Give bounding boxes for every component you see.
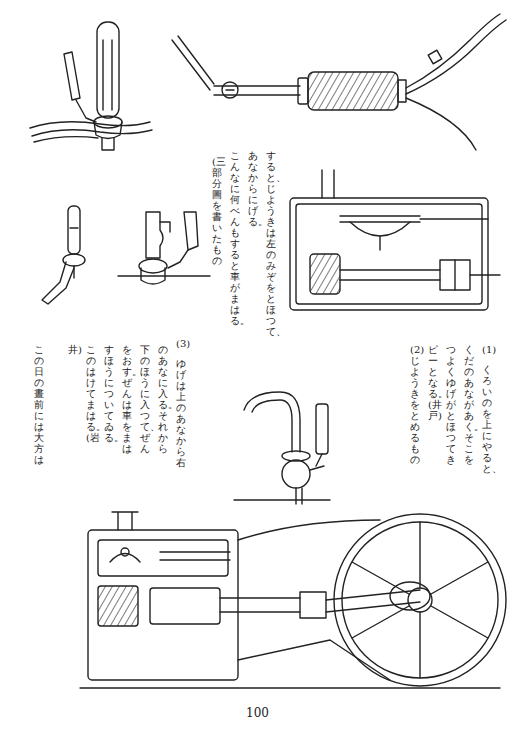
- vertical-text: 井): [68, 344, 78, 355]
- vertical-text: のあなに入る。それから: [158, 344, 168, 454]
- vertical-text: をおす。ぜんは車をまは: [122, 344, 132, 454]
- page-number: 100: [246, 706, 269, 720]
- steam-engine: [80, 512, 506, 688]
- vertical-text: くろいのを上にやると、: [482, 364, 492, 474]
- gooseneck-faucet: [234, 392, 330, 504]
- vertical-text: (2)じようきをとめるもの: [410, 344, 420, 465]
- valve-pair: [42, 206, 210, 304]
- vertical-text: くだのあながあく。そこを: [464, 344, 474, 465]
- vertical-text: (3): [176, 338, 186, 349]
- vertical-text: この日の晝前には大方は: [34, 344, 44, 465]
- vertical-text: つよくゆげがとほつてき: [446, 344, 456, 465]
- vertical-text: (三部分圖を書いたもの: [212, 156, 222, 266]
- vertical-text: 下のほうに入つて、ぜん: [140, 344, 150, 454]
- vertical-text: (1): [482, 344, 492, 355]
- slide-valve-box: [290, 170, 500, 310]
- vertical-text: このはけてまはる。(岩: [86, 344, 96, 443]
- vertical-text: すると、じようきは左のみぞをとほつて、: [266, 150, 276, 337]
- steam-whistle: [172, 14, 506, 150]
- vertical-text: こんなに何べんもすると車がまはる。: [230, 150, 240, 326]
- vertical-text: ゆげは上のあなから右: [176, 358, 186, 468]
- faucet-pair: [30, 22, 152, 150]
- vertical-text: すほうについてゐる。: [104, 344, 114, 443]
- vertical-text: ピーとなる。(井戸): [428, 344, 438, 421]
- vertical-text: あなからにげる。: [248, 150, 258, 227]
